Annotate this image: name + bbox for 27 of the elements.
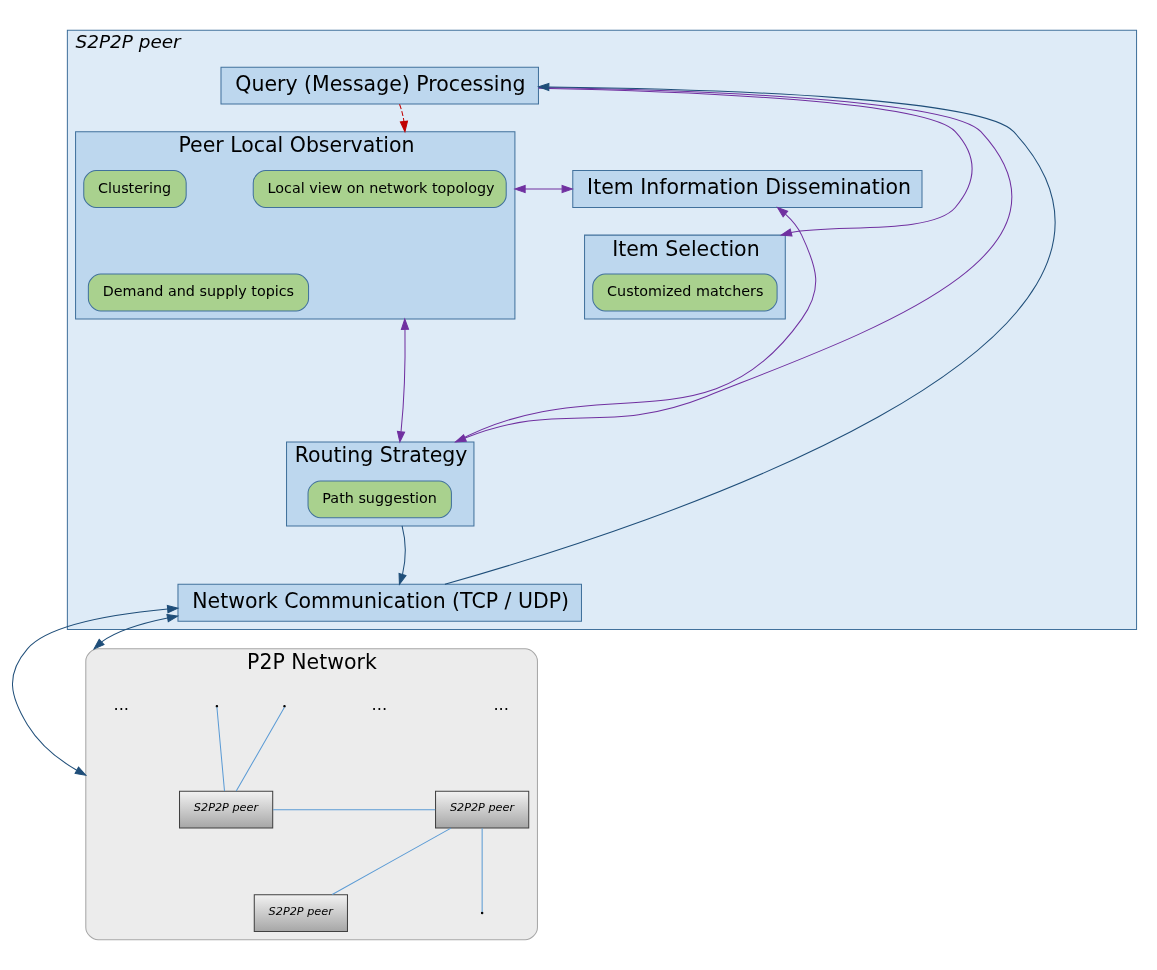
connector: [272, 809, 436, 811]
node-text: ...: [493, 695, 510, 715]
arrow: [396, 317, 410, 444]
arrow: [399, 103, 409, 134]
connector: [216, 706, 225, 792]
connector: [235, 706, 285, 792]
node-box: Customized matchers: [592, 273, 778, 312]
arrow: [92, 613, 180, 650]
node-box: Demand and supply topics: [87, 273, 310, 312]
arrow: [12, 604, 180, 776]
node-box: Path suggestion: [307, 480, 452, 519]
arrow: [398, 525, 407, 586]
node-box: Query (Message) Processing: [220, 66, 539, 105]
connector: [331, 827, 452, 896]
node-box: Network Communication (TCP / UDP): [177, 583, 582, 622]
node-box: S2P2P peer: [179, 790, 274, 829]
arrow: [513, 184, 574, 194]
node-text: ...: [113, 695, 130, 715]
node-box: Clustering: [83, 170, 187, 208]
arrow: [538, 87, 973, 237]
node-text: ...: [371, 695, 388, 715]
node-box: Item Information Dissemination: [572, 170, 923, 208]
node-box: S2P2P peer: [435, 790, 530, 829]
arrow: [444, 82, 1055, 585]
node-box: S2P2P peer: [253, 894, 348, 933]
connector: [481, 827, 483, 913]
node-box: Local view on network topology: [252, 170, 507, 208]
